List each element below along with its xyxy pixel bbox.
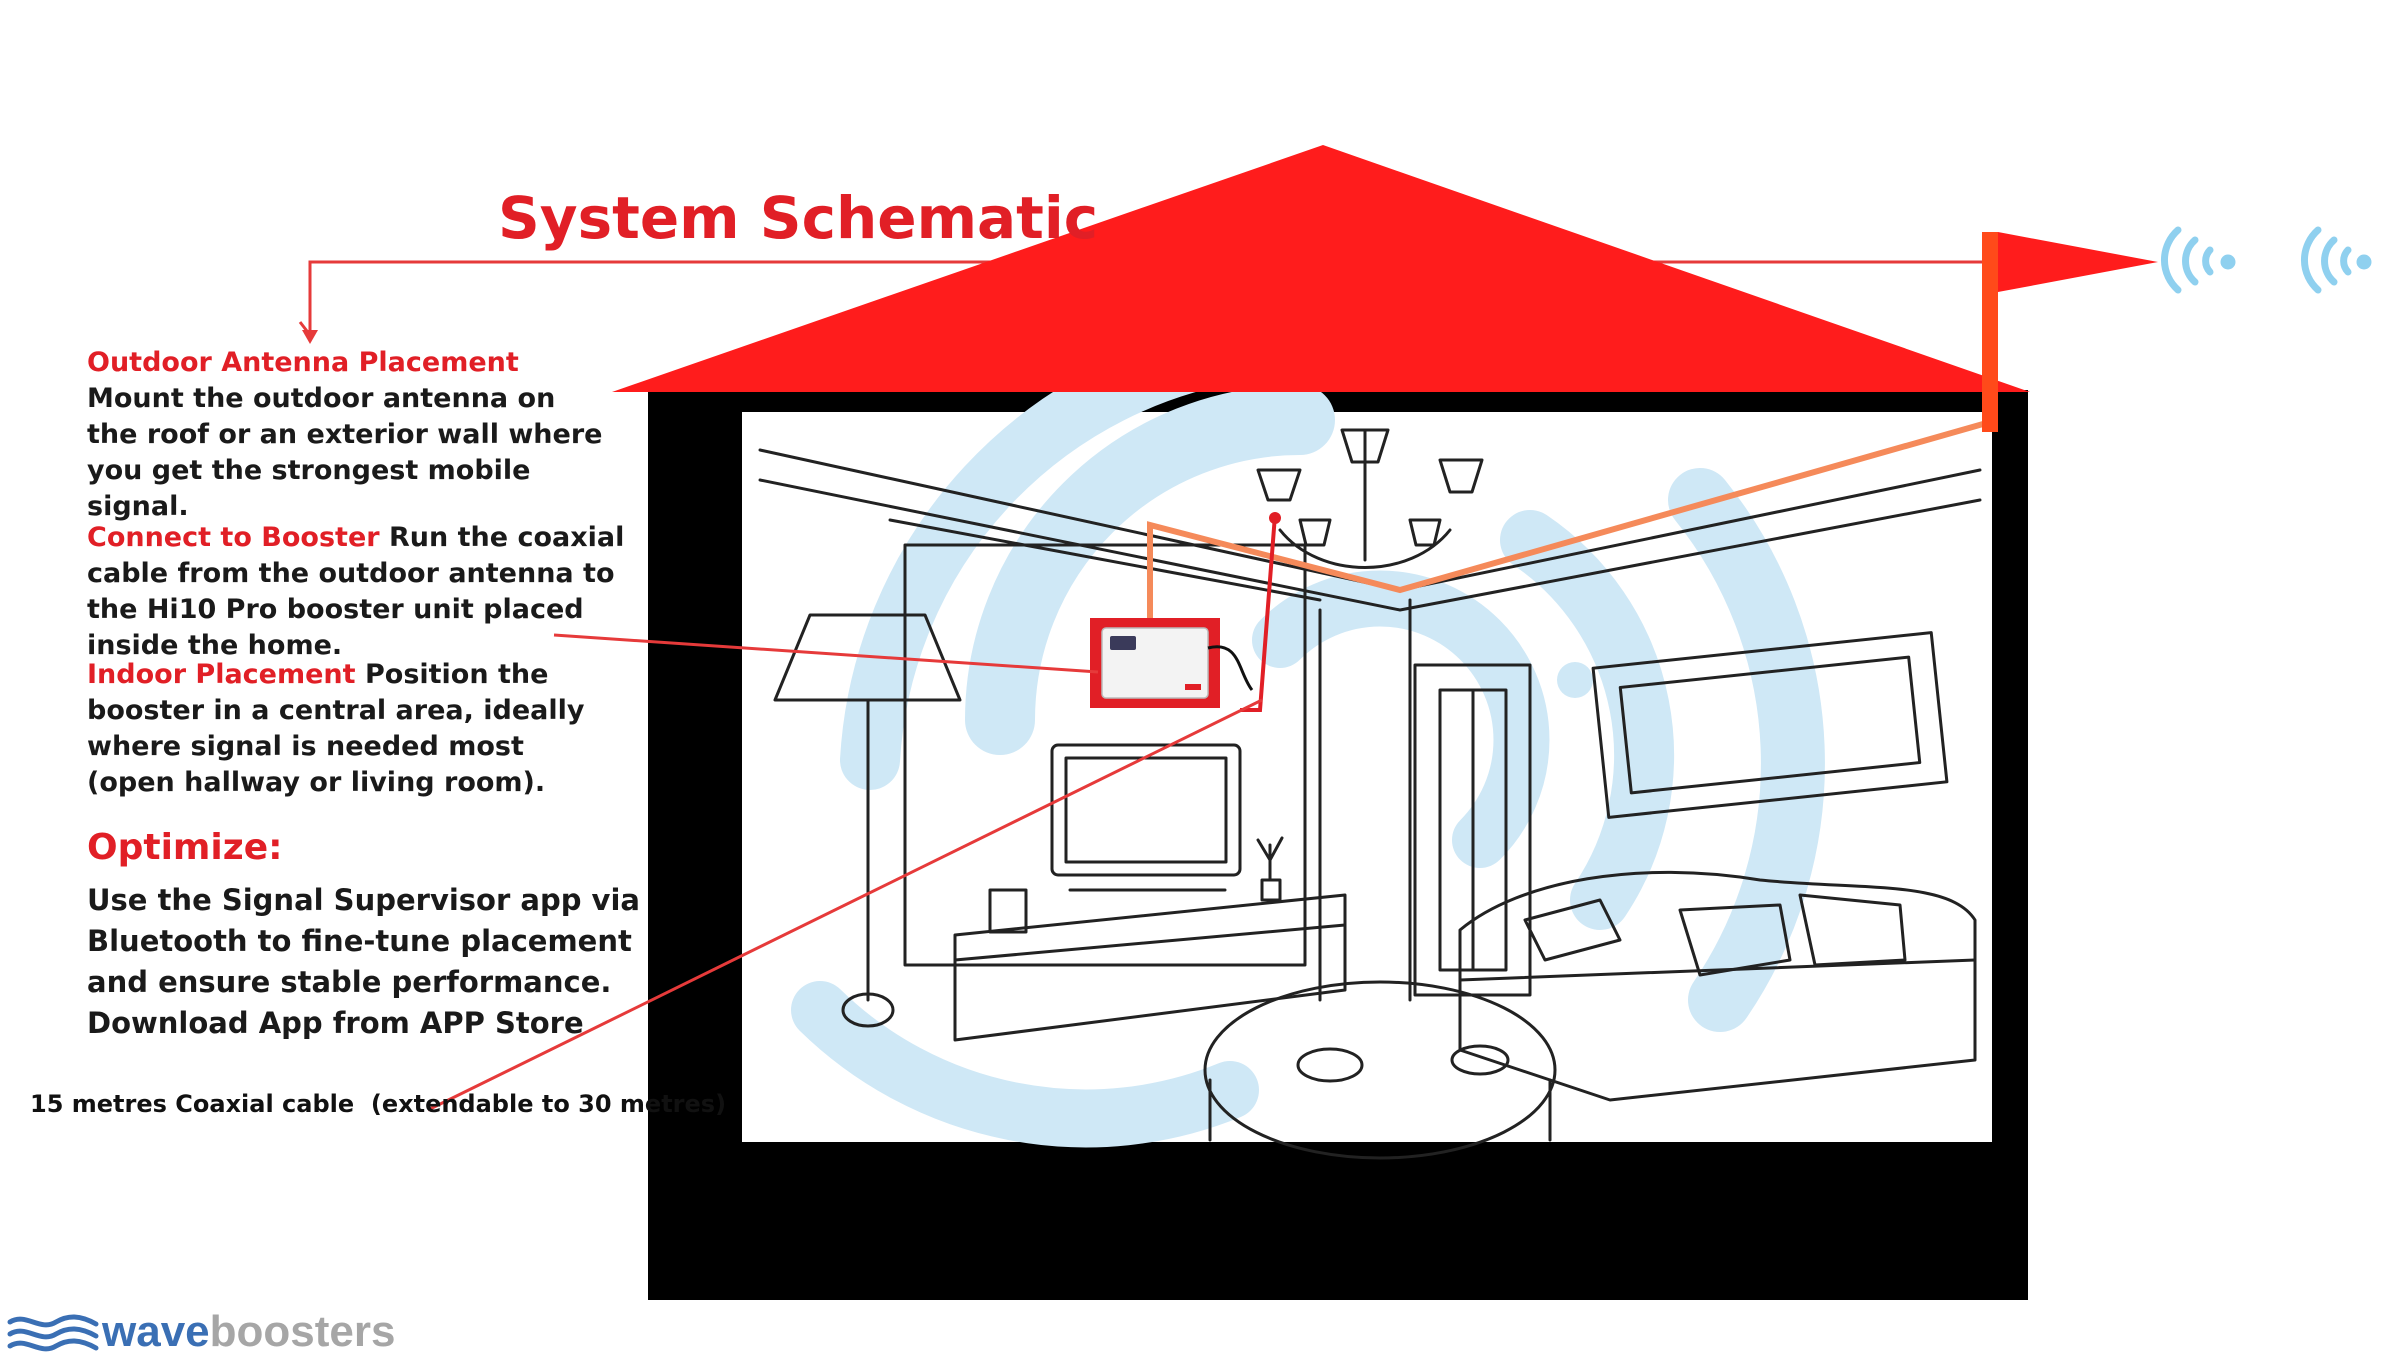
optimize-line: Download App from APP Store — [87, 1006, 584, 1040]
step-heading: Connect to Booster — [87, 522, 380, 553]
step-connect-booster: Connect to Booster Run the coaxial cable… — [87, 520, 627, 664]
antenna-mast-icon — [1982, 232, 1998, 432]
roof-shape — [612, 145, 2030, 392]
step-outdoor-antenna: Outdoor Antenna Placement Mount the outd… — [87, 345, 607, 525]
optimize-line: Use the Signal Supervisor app via — [87, 883, 640, 917]
antenna-flag-icon — [1998, 232, 2158, 292]
booster-unit-icon — [1090, 618, 1254, 708]
optimize-line: Bluetooth to fine-tune placement — [87, 924, 632, 958]
step-heading: Indoor Placement — [87, 659, 356, 690]
optimize-heading: Optimize: — [87, 827, 283, 868]
optimize-body: Use the Signal Supervisor app via Blueto… — [87, 880, 647, 1044]
cable-length-note: 15 metres Coaxial cable (extendable to 3… — [30, 1090, 727, 1118]
step-text: Mount the outdoor antenna on the roof or… — [87, 383, 603, 522]
signal-waves-icon — [2161, 226, 2372, 294]
step-text: Run the coaxial cable from the outdoor a… — [87, 522, 625, 661]
logo-wordmark-part1: wave — [102, 1307, 210, 1356]
optimize-line: and ensure stable performance. — [87, 965, 612, 999]
indoor-cable-line — [1147, 419, 1991, 620]
step-heading: Outdoor Antenna Placement — [87, 347, 519, 378]
wifi-watermark-icon — [791, 320, 1825, 1148]
living-room-sketch — [758, 428, 1982, 1160]
step-indoor-placement: Indoor Placement Position the booster in… — [87, 657, 617, 801]
step-text: Position the booster in a central area, … — [87, 659, 585, 798]
cable-drop-line — [1240, 514, 1277, 712]
wave-lines-icon — [7, 1314, 99, 1352]
page-title: System Schematic — [498, 184, 1099, 252]
logo-wordmark-part2: boosters — [209, 1307, 396, 1356]
